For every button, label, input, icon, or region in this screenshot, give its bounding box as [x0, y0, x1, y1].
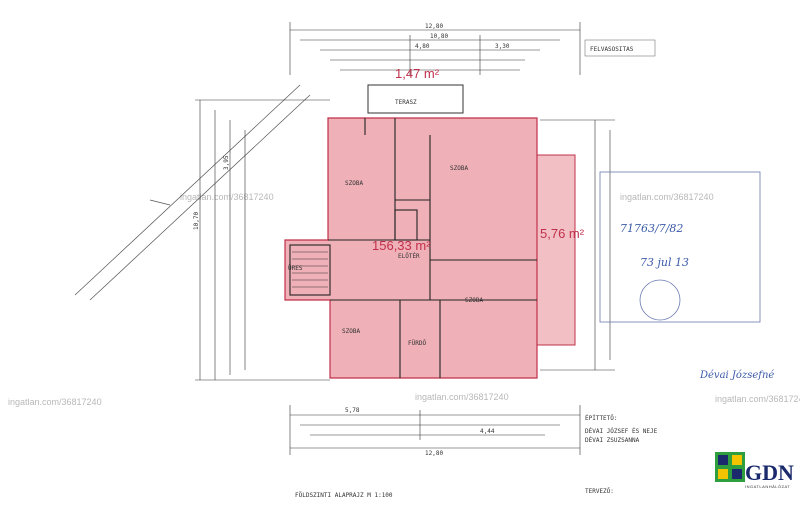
top-dimension-lines — [289, 22, 581, 75]
logo-subtitle: INGATLANHÁLÓZAT — [745, 484, 790, 489]
dim-top-second: 10,80 — [430, 33, 448, 40]
watermark-group: ingatlan.com/36817240 ingatlan.com/36817… — [8, 192, 800, 407]
watermark-center: ingatlan.com/36817240 — [415, 392, 509, 402]
room-label-szoba-right: SZOBA — [450, 165, 468, 172]
balcony-top — [367, 84, 464, 114]
dim-top-total: 12,80 — [425, 23, 443, 30]
svg-text:DÉVAI JÓZSEF ÉS NEJE: DÉVAI JÓZSEF ÉS NEJE — [585, 427, 658, 435]
interior-walls — [289, 118, 537, 378]
registration-stamp — [599, 171, 761, 323]
logo-name: GDN — [745, 460, 794, 485]
left-dimension-lines — [195, 99, 330, 381]
room-label-furdo: FÜRDŐ — [408, 340, 426, 347]
title-block: ÉPÍTTETŐ: DÉVAI JÓZSEF ÉS NEJE DÉVAI ZSU… — [295, 414, 658, 499]
dim-bottom-b: 4,44 — [480, 428, 495, 435]
highlighted-floor-area — [284, 117, 576, 379]
signature-note: Dévai Józsefné — [699, 370, 774, 381]
svg-text:ÉPÍTTETŐ:: ÉPÍTTETŐ: — [585, 414, 618, 422]
room-label-szoba-left: SZOBA — [345, 180, 363, 187]
area-label-main-floor: 156,33 m² — [372, 238, 431, 253]
room-label-ures: ÜRES — [288, 265, 303, 272]
area-label-balcony-top: 1,47 m² — [395, 66, 440, 81]
watermark-right: ingatlan.com/36817240 — [715, 394, 800, 404]
approval-stamp: FELVASOSITAS — [584, 39, 656, 57]
dim-bottom-a: 5,78 — [345, 407, 360, 414]
svg-text:FELVASOSITAS: FELVASOSITAS — [590, 46, 634, 53]
dim-left-b: 3,95 — [223, 155, 230, 170]
svg-text:TERVEZŐ:: TERVEZŐ: — [585, 488, 614, 495]
room-label-szoba-bottom-left: SZOBA — [342, 328, 360, 335]
gdn-logo: GDN INGATLANHÁLÓZAT — [715, 452, 794, 489]
dim-left-a: 10,70 — [193, 212, 200, 230]
svg-text:FÖLDSZINTI ALAPRAJZ M 1:100: FÖLDSZINTI ALAPRAJZ M 1:100 — [295, 492, 393, 499]
dim-top-b: 3,30 — [495, 43, 510, 50]
bottom-dimension-lines — [289, 405, 581, 455]
watermark-upper-right: ingatlan.com/36817240 — [620, 192, 714, 202]
dim-top-a: 4,80 — [415, 43, 430, 50]
room-label-terasz: TERASZ — [395, 99, 417, 106]
area-label-balcony-right: 5,76 m² — [540, 226, 585, 241]
dim-bottom-total: 12,80 — [425, 450, 443, 457]
room-label-szoba-bottom-right: SZOBA — [465, 297, 483, 304]
stamp-date: 73 jul 13 — [640, 256, 689, 269]
stamp-file-number: 71763/7/82 — [620, 222, 683, 235]
right-balcony-highlight — [536, 154, 576, 346]
staircase — [292, 251, 328, 288]
watermark-left: ingatlan.com/36817240 — [8, 397, 102, 407]
watermark-upper-left: ingatlan.com/36817240 — [180, 192, 274, 202]
svg-text:DÉVAI ZSUZSANNA: DÉVAI ZSUZSANNA — [585, 436, 640, 444]
room-label-eloter: ELŐTÉR — [398, 252, 420, 260]
